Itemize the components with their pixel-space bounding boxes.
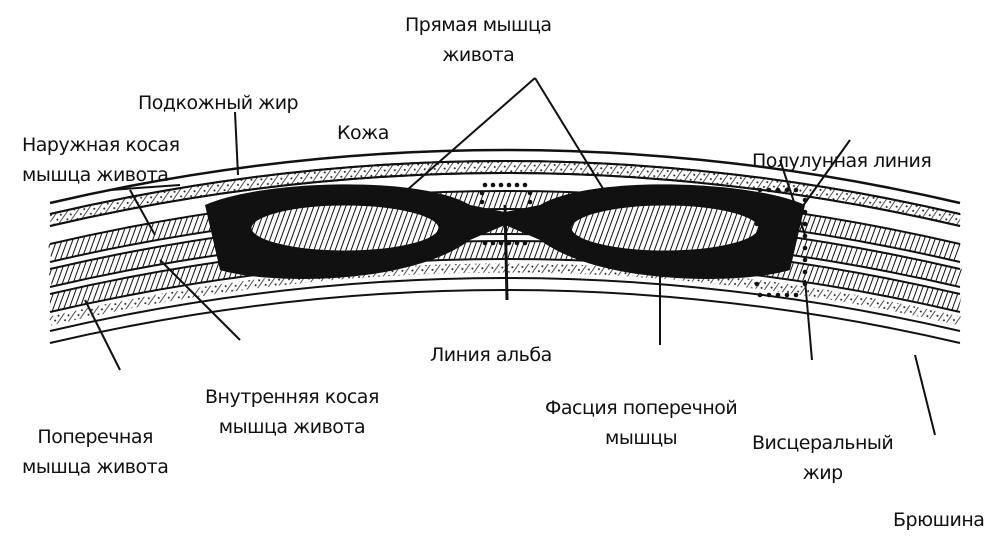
dot-marker xyxy=(498,240,504,246)
dot-marker xyxy=(802,245,808,251)
dot-marker xyxy=(482,182,488,188)
dot-marker xyxy=(514,182,520,188)
dot-marker xyxy=(802,209,808,215)
label-transverse: Поперечная мышца живота xyxy=(22,422,169,482)
label-transversalis-fascia: Фасция поперечной мышцы xyxy=(545,393,738,453)
leader-lines xyxy=(84,77,936,436)
dot-marker xyxy=(527,217,533,223)
label-semilunar-line: Полулунная линия xyxy=(752,150,932,172)
dot-marker xyxy=(754,257,760,263)
dot-marker xyxy=(527,208,533,214)
dot-marker xyxy=(479,208,485,214)
label-visceral-fat: Висцеральный жир xyxy=(752,428,894,488)
dot-marker xyxy=(506,240,512,246)
dot-marker xyxy=(498,182,504,188)
dot-marker xyxy=(506,182,512,188)
dot-marker xyxy=(802,221,808,227)
label-external-oblique-line2: мышца живота xyxy=(22,164,169,186)
dot-marker xyxy=(775,187,781,193)
label-rectus: Прямая мышца живота xyxy=(405,10,552,70)
dot-marker xyxy=(490,240,496,246)
dot-marker xyxy=(527,190,533,196)
dot-marker xyxy=(802,257,808,263)
label-external-oblique: Наружная косая мышца живота xyxy=(22,130,180,190)
dotted-markers xyxy=(479,182,808,298)
dot-marker xyxy=(754,245,760,251)
subcutaneous-fat-layer xyxy=(48,161,962,226)
dot-marker xyxy=(479,190,485,196)
dot-marker xyxy=(754,269,760,275)
label-visceral-fat-line1: Висцеральный xyxy=(752,432,894,454)
dot-marker xyxy=(802,233,808,239)
dot-marker xyxy=(793,292,799,298)
dot-marker xyxy=(754,221,760,227)
dot-marker xyxy=(802,269,808,275)
fat-border-top xyxy=(49,160,961,215)
external-oblique-layer-top xyxy=(49,190,961,245)
left-rectus-muscle xyxy=(248,202,442,254)
dot-marker xyxy=(784,292,790,298)
dot-marker xyxy=(754,209,760,215)
label-external-oblique-line1: Наружная косая xyxy=(22,134,180,156)
right-rectus-muscle xyxy=(568,202,762,254)
dot-marker xyxy=(522,240,528,246)
dot-marker xyxy=(766,187,772,193)
dot-marker xyxy=(479,199,485,205)
label-rectus-line2: живота xyxy=(442,44,515,66)
label-peritoneum: Брюшина xyxy=(893,509,985,531)
label-subcutaneous-fat: Подкожный жир xyxy=(138,92,299,114)
dot-marker xyxy=(757,187,763,193)
dot-marker xyxy=(479,226,485,232)
peritoneum-line-2 xyxy=(49,289,961,344)
dot-marker xyxy=(766,292,772,298)
label-internal-oblique: Внутренняя косая мышца живота xyxy=(205,382,379,442)
external-oblique-layer xyxy=(47,191,963,262)
label-fascia-line2: мышцы xyxy=(605,427,678,449)
dot-marker xyxy=(784,187,790,193)
fat-border-bottom xyxy=(49,172,961,227)
label-fascia-line1: Фасция поперечной xyxy=(545,397,738,419)
label-transverse-line1: Поперечная xyxy=(37,426,153,448)
label-internal-oblique-line2: мышца живота xyxy=(218,416,366,438)
label-skin: Кожа xyxy=(337,122,389,144)
dot-marker xyxy=(479,217,485,223)
dot-marker xyxy=(522,182,528,188)
label-visceral-fat-line2: жир xyxy=(802,462,844,484)
dot-marker xyxy=(514,240,520,246)
peritoneum-line-1 xyxy=(49,277,961,332)
dot-marker xyxy=(757,292,763,298)
dot-marker xyxy=(527,226,533,232)
dot-marker xyxy=(490,182,496,188)
dot-marker xyxy=(793,187,799,193)
label-internal-oblique-line1: Внутренняя косая xyxy=(205,386,379,408)
linea-alba-line xyxy=(503,204,509,301)
dot-marker xyxy=(754,281,760,287)
dot-marker xyxy=(527,199,533,205)
dot-marker xyxy=(754,197,760,203)
dot-marker xyxy=(775,292,781,298)
skin-line xyxy=(49,148,961,205)
label-linea-alba: Линия альба xyxy=(430,344,552,366)
dot-marker xyxy=(754,233,760,239)
label-rectus-line1: Прямая мышца xyxy=(405,14,552,36)
dot-marker xyxy=(482,240,488,246)
label-transverse-line2: мышца живота xyxy=(22,456,169,478)
